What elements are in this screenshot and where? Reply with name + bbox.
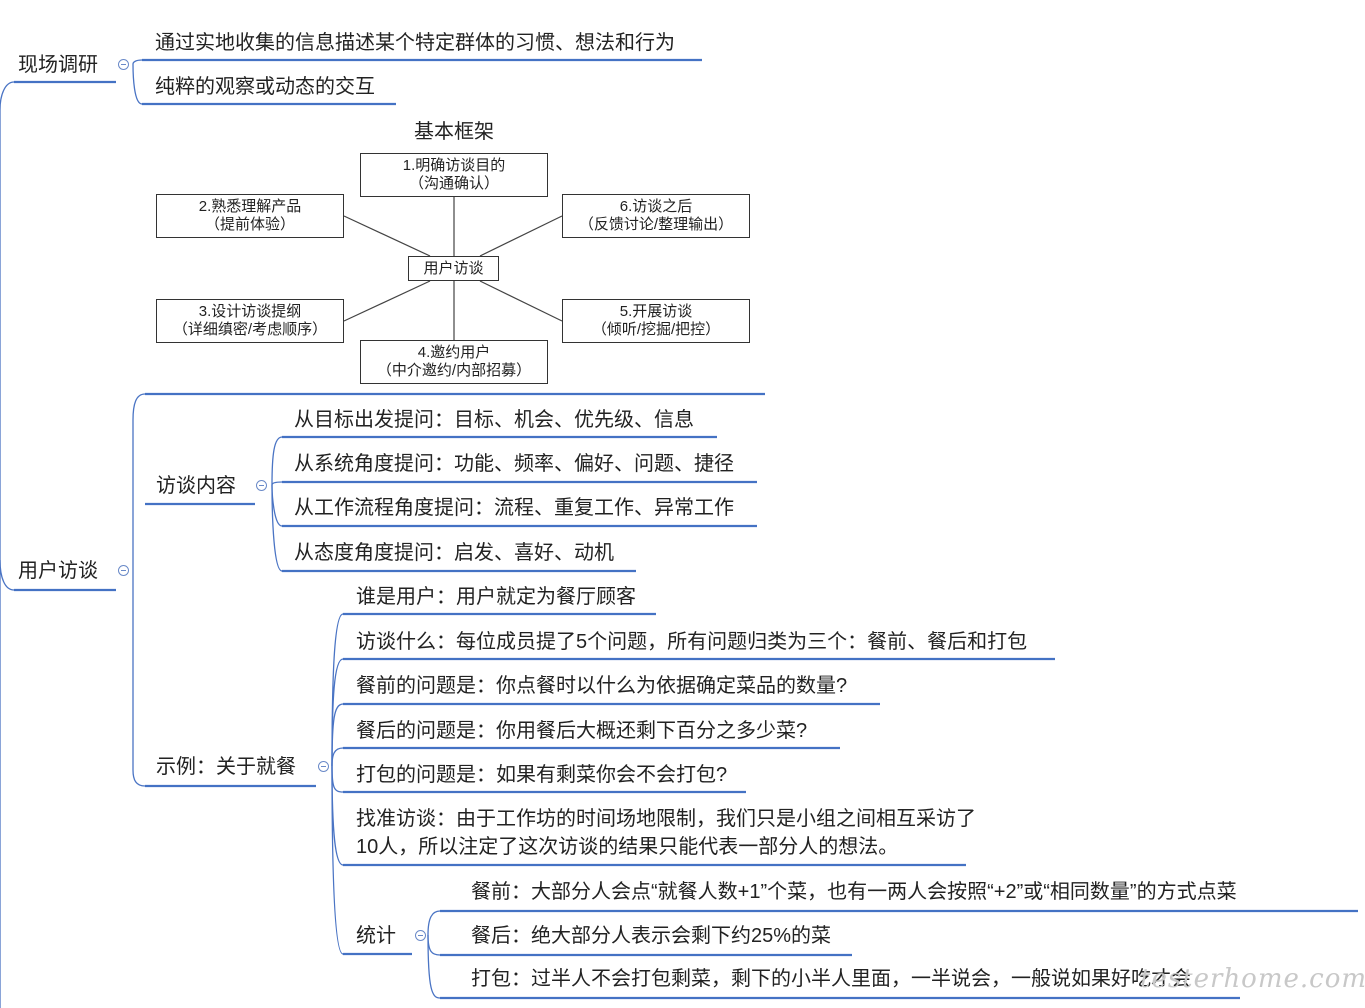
stats-item-2[interactable]: 餐后：绝大部分人表示会剩下约25%的菜 bbox=[471, 925, 832, 947]
collapse-interview-content-icon[interactable] bbox=[256, 480, 267, 491]
framework-step-1: 1.明确访谈目的 （沟通确认） bbox=[360, 153, 548, 197]
collapse-stats-icon[interactable] bbox=[415, 930, 426, 941]
content-item-3[interactable]: 从工作流程角度提问：流程、重复工作、异常工作 bbox=[294, 497, 734, 519]
framework-step-6: 6.访谈之后 （反馈讨论/整理输出） bbox=[562, 194, 750, 238]
site-research-label[interactable]: 现场调研 bbox=[18, 54, 98, 76]
site-research-item-1[interactable]: 通过实地收集的信息描述某个特定群体的习惯、想法和行为 bbox=[155, 32, 675, 54]
framework-step-4-title: 4.邀约用户 bbox=[417, 344, 491, 361]
framework-step-5-title: 5.开展访谈 bbox=[619, 303, 693, 320]
example-item-3[interactable]: 餐前的问题是：你点餐时以什么为依据确定菜品的数量? bbox=[356, 675, 848, 697]
framework-step-2-title: 2.熟悉理解产品 bbox=[198, 198, 302, 215]
framework-step-1-title: 1.明确访谈目的 bbox=[402, 157, 506, 174]
watermark: testerhome.com bbox=[1140, 964, 1365, 994]
interview-content-label[interactable]: 访谈内容 bbox=[156, 475, 236, 497]
framework-step-3-note: （详细缜密/考虑顺序） bbox=[172, 321, 328, 338]
content-item-4[interactable]: 从态度角度提问：启发、喜好、动机 bbox=[294, 542, 614, 564]
stats-item-3[interactable]: 打包：过半人不会打包剩菜，剩下的小半人里面，一半说会，一般说如果好吃才会 bbox=[471, 968, 1191, 990]
framework-step-2-note: （提前体验） bbox=[204, 216, 295, 233]
content-item-1[interactable]: 从目标出发提问：目标、机会、优先级、信息 bbox=[294, 409, 694, 431]
example-label[interactable]: 示例：关于就餐 bbox=[156, 756, 296, 778]
stats-label[interactable]: 统计 bbox=[356, 925, 396, 947]
framework-step-1-note: （沟通确认） bbox=[408, 175, 499, 192]
framework-step-3: 3.设计访谈提纲 （详细缜密/考虑顺序） bbox=[156, 299, 344, 343]
framework-step-6-title: 6.访谈之后 bbox=[619, 198, 693, 215]
framework-center: 用户访谈 bbox=[408, 256, 499, 281]
example-item-6[interactable]: 找准访谈：由于工作坊的时间场地限制，我们只是小组之间相互采访了10人，所以注定了… bbox=[356, 808, 976, 858]
framework-step-5-note: （倾听/挖掘/把控） bbox=[591, 321, 721, 338]
collapse-user-interview-icon[interactable] bbox=[118, 565, 129, 576]
framework-step-5: 5.开展访谈 （倾听/挖掘/把控） bbox=[562, 299, 750, 343]
content-item-2[interactable]: 从系统角度提问：功能、频率、偏好、问题、捷径 bbox=[294, 453, 734, 475]
framework-center-label: 用户访谈 bbox=[423, 259, 484, 277]
example-item-5[interactable]: 打包的问题是：如果有剩菜你会不会打包? bbox=[356, 764, 728, 786]
example-item-1[interactable]: 谁是用户：用户就定为餐厅顾客 bbox=[356, 586, 636, 608]
framework-step-4-note: （中介邀约/内部招募） bbox=[376, 362, 532, 379]
framework-step-6-note: （反馈讨论/整理输出） bbox=[578, 216, 734, 233]
framework-step-4: 4.邀约用户 （中介邀约/内部招募） bbox=[360, 340, 548, 384]
example-item-2[interactable]: 访谈什么：每位成员提了5个问题，所有问题归类为三个：餐前、餐后和打包 bbox=[356, 631, 1028, 653]
site-research-item-2[interactable]: 纯粹的观察或动态的交互 bbox=[155, 76, 375, 98]
framework-title: 基本框架 bbox=[414, 121, 494, 143]
collapse-site-research-icon[interactable] bbox=[118, 59, 129, 70]
example-item-4[interactable]: 餐后的问题是：你用餐后大概还剩下百分之多少菜? bbox=[356, 720, 808, 742]
stats-item-1[interactable]: 餐前：大部分人会点“就餐人数+1”个菜，也有一两人会按照“+2”或“相同数量”的… bbox=[471, 881, 1237, 903]
collapse-example-icon[interactable] bbox=[318, 761, 329, 772]
user-interview-label[interactable]: 用户访谈 bbox=[18, 560, 98, 582]
framework-step-2: 2.熟悉理解产品 （提前体验） bbox=[156, 194, 344, 238]
framework-step-3-title: 3.设计访谈提纲 bbox=[198, 303, 302, 320]
